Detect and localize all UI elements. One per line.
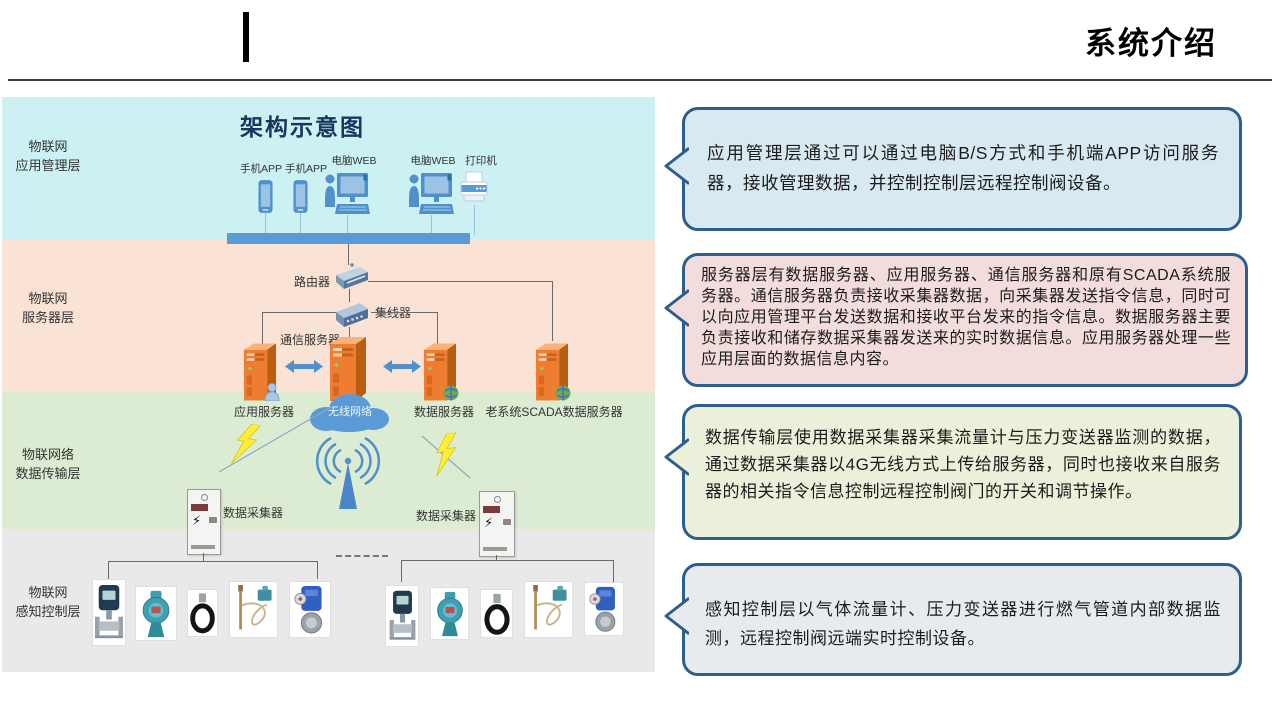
connector-line	[203, 553, 204, 561]
callout-text: 感知控制层以气体流量计、压力变送器进行燃气管道内部数据监测，远程控制阀远端实时控…	[705, 600, 1221, 648]
phone-icon	[258, 179, 273, 214]
callout-text: 服务器层有数据服务器、应用服务器、通信服务器和原有SCADA系统服务器。通信服务…	[701, 267, 1231, 368]
collector-chip	[209, 517, 217, 523]
architecture-diagram: 架构示意图 物联网 应用管理层 物联网 服务器层 物联网络 数据传输层 物联网 …	[2, 97, 655, 672]
callout-sensing-layer: 感知控制层以气体流量计、压力变送器进行燃气管道内部数据监测，远程控制阀远端实时控…	[664, 563, 1242, 676]
collector-nameplate	[483, 506, 500, 513]
page-title: 系统介绍	[1085, 26, 1217, 61]
diagram-title: 架构示意图	[240, 114, 365, 140]
connector-line	[265, 213, 266, 235]
callout-tail	[664, 147, 689, 185]
layer-label-application: 物联网 应用管理层	[15, 139, 81, 173]
pressure-transmitter-photo	[431, 588, 468, 639]
callout-tail	[664, 597, 689, 635]
layer-label-transmission: 物联网络 数据传输层	[15, 447, 81, 481]
callout-tail	[664, 289, 689, 327]
collector-led	[201, 494, 208, 501]
router-icon	[334, 263, 370, 291]
computer-user-icon	[408, 171, 454, 217]
scada-server-label: 老系统SCADA数据服务器	[485, 405, 623, 419]
lightning-icon: ⚡	[484, 515, 494, 530]
connector-line	[262, 312, 336, 313]
computer-user-icon	[324, 171, 370, 217]
double-arrow-icon	[383, 359, 421, 374]
connector-line	[347, 215, 348, 235]
cable-coil-photo	[188, 590, 217, 636]
globe-icon	[555, 385, 571, 401]
hub-label: 集线器	[375, 306, 412, 320]
connector-line	[108, 561, 109, 579]
connector-line	[349, 327, 350, 339]
connector-line	[108, 561, 318, 562]
connector-line	[401, 560, 614, 561]
router-label: 路由器	[293, 275, 330, 289]
level-probe-photo	[230, 582, 277, 637]
collector-right-label: 数据采集器	[415, 509, 476, 523]
connector-line	[431, 215, 432, 235]
header-divider	[8, 79, 1272, 81]
collector-nameplate	[191, 504, 208, 511]
collector-footer	[191, 545, 215, 549]
double-arrow-icon	[285, 359, 323, 374]
cable-coil-photo	[481, 590, 512, 637]
data-collector-box: ⚡	[479, 491, 515, 557]
lightning-icon: ⚡	[192, 513, 202, 528]
phone-app-label-1: 手机APP	[239, 163, 282, 175]
connector-line	[349, 289, 350, 302]
flow-meter-photo	[93, 580, 125, 645]
callout-text: 数据传输层使用数据采集器采集流量计与压力变送器监测的数据，通过数据采集器以4G无…	[705, 428, 1221, 501]
globe-icon	[443, 385, 459, 401]
connector-line	[401, 560, 402, 582]
layer-label-sensing: 物联网 感知控制层	[15, 585, 81, 619]
layer-band-application	[2, 97, 655, 240]
connector-line	[437, 312, 438, 344]
phone-icon	[293, 179, 308, 214]
data-server-label: 数据服务器	[413, 405, 474, 419]
level-probe-photo	[525, 582, 572, 637]
title-accent-bar	[243, 12, 249, 62]
collector-chip	[503, 519, 511, 525]
connector-line	[368, 281, 552, 282]
wireless-link-right	[421, 432, 471, 479]
callout-server-layer: 服务器层有数据服务器、应用服务器、通信服务器和原有SCADA系统服务器。通信服务…	[664, 253, 1248, 387]
connector-line	[262, 312, 263, 344]
connector-line	[348, 244, 349, 265]
wireless-network-label: 无线网络	[328, 406, 372, 418]
wireless-link-left	[218, 405, 334, 473]
connector-line	[300, 213, 301, 235]
connector-line	[371, 312, 437, 313]
collector-led	[494, 496, 501, 503]
collector-footer	[483, 547, 507, 551]
callout-application-layer: 应用管理层通过可以通过电脑B/S方式和手机端APP访问服务器，接收管理数据，并控…	[664, 107, 1242, 231]
connector-line	[317, 561, 318, 579]
connector-line	[474, 205, 475, 235]
data-collector-box: ⚡	[187, 489, 221, 555]
pressure-transmitter-photo	[136, 587, 176, 640]
printer-icon	[460, 171, 488, 205]
comm-server-label: 通信服务器	[279, 333, 340, 347]
pc-web-label-2: 电脑WEB	[410, 155, 456, 167]
printer-label: 打印机	[465, 155, 497, 167]
layer-label-server: 物联网 服务器层	[21, 291, 74, 325]
connector-line	[496, 555, 497, 561]
valve-actuator-photo	[290, 582, 330, 637]
hub-icon	[334, 299, 370, 329]
callout-text: 应用管理层通过可以通过电脑B/S方式和手机端APP访问服务器，接收管理数据，并控…	[707, 143, 1219, 193]
network-bus-bar	[227, 233, 470, 244]
group-separator-dashes	[336, 555, 388, 557]
app-server-label: 应用服务器	[233, 405, 294, 419]
pc-web-label-1: 电脑WEB	[331, 155, 377, 167]
phone-app-label-2: 手机APP	[284, 163, 327, 175]
connector-line	[613, 560, 614, 582]
flow-meter-photo	[386, 586, 418, 646]
callout-transmission-layer: 数据传输层使用数据采集器采集流量计与压力变送器监测的数据，通过数据采集器以4G无…	[664, 404, 1242, 540]
collector-left-label: 数据采集器	[223, 506, 284, 520]
callout-tail	[664, 438, 689, 476]
valve-actuator-photo	[585, 583, 623, 635]
connector-line	[552, 281, 553, 341]
person-icon	[264, 383, 280, 401]
